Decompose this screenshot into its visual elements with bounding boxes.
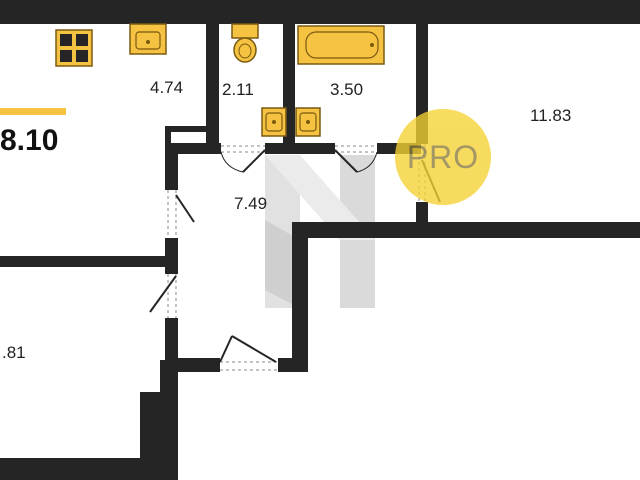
- bathtub-icon: [297, 25, 385, 65]
- room-area-living: .81: [2, 343, 26, 362]
- sink-icon: [261, 107, 287, 137]
- toilet-icon: [231, 23, 259, 63]
- total-area: 8.10: [0, 124, 59, 157]
- sink-icon: [129, 23, 167, 55]
- room-area-bedroom: 11.83: [530, 106, 572, 125]
- room-area-toilet: 2.11: [222, 80, 254, 99]
- pro-watermark-text: PRO: [406, 138, 480, 175]
- total-area-accent: [0, 108, 66, 115]
- window-grid-icon: [55, 29, 93, 67]
- room-area-bathroom: 3.50: [330, 80, 364, 99]
- pro-watermark: PRO: [395, 109, 491, 205]
- watermark-logo-icon: [265, 155, 375, 308]
- room-area-hallway: 7.49: [234, 194, 268, 213]
- room-area-kitchen: 4.74: [150, 78, 184, 97]
- sink-icon: [295, 107, 321, 137]
